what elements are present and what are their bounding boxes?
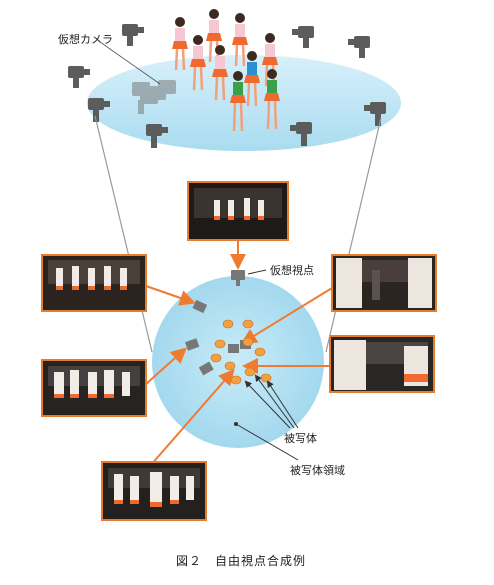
studio-camera-icon [348,36,370,58]
label-leaders [235,269,299,461]
studio-camera-icon [88,98,110,122]
dancer-figure [212,45,228,101]
virtual-camera-leader [99,41,161,85]
camera-glyph [192,299,208,314]
dancer-figure [190,35,206,91]
studio-camera-icon [290,122,312,146]
camera-glyph [184,338,200,351]
dancer-figure [172,17,188,71]
subject-region-circle [152,276,324,448]
virtual-viewpoint-camera-icon [231,270,245,280]
subject-markers [210,319,272,385]
subject-region-pointer-dot [234,422,238,426]
subject-label: 被写体 [284,432,317,445]
virtual-camera-blur-icon [132,80,176,114]
studio-camera-icon [292,26,314,48]
image-frame-bottom [101,461,207,521]
camera-glyph [228,344,239,353]
image-frame-top [187,181,289,241]
dancer-figure [230,71,246,132]
image-frame-right-top [331,254,437,312]
dancer-figure [264,69,280,130]
camera-ring [68,24,386,148]
dancer-figure [232,13,248,67]
projection-line-right [325,117,382,353]
studio-camera-icon [68,66,90,88]
dancer-group [172,9,280,132]
dancer-figure [244,51,260,107]
image-frame-left-bottom [41,359,147,417]
subject-region-label: 被写体領域 [290,464,345,477]
studio-stage [68,9,401,151]
studio-camera-icon [146,124,168,148]
studio-camera-icon [364,102,386,126]
figure-caption: 図２ 自由視点合成例 [176,554,307,568]
studio-camera-icon [122,24,144,46]
camera-glyph [198,361,214,376]
projection-line-left [94,115,153,353]
camera-arrows [145,240,333,467]
image-frame-right-bottom [329,335,435,393]
virtual-camera-label: 仮想カメラ [58,33,113,46]
virtual-viewpoint-label: 仮想視点 [270,264,314,277]
image-frame-left-top [41,254,147,312]
